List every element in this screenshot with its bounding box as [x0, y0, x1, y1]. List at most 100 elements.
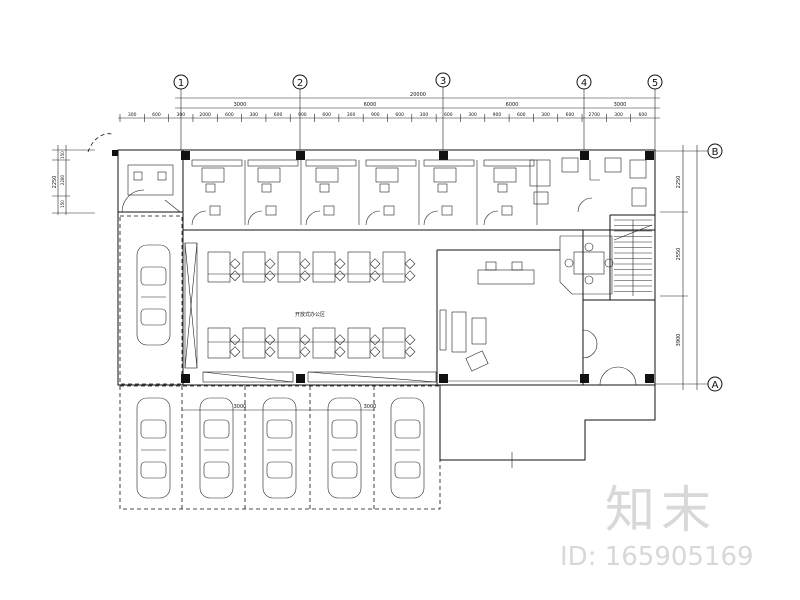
car-windshield	[140, 266, 167, 286]
car-rear-window	[331, 461, 358, 479]
workstation-desk	[312, 251, 336, 283]
sub-dim-label: 600	[395, 112, 404, 118]
workstation-chair	[264, 346, 276, 358]
sub-dim-label: 300	[347, 112, 356, 118]
workstation-desk	[207, 251, 231, 283]
workstation-chair	[264, 270, 276, 282]
office-cabinet	[305, 159, 357, 167]
guest-chair	[383, 205, 395, 216]
sub-dim-label: 600	[517, 112, 526, 118]
workstation-chair	[299, 258, 311, 270]
parked-cars	[136, 244, 425, 499]
sub-dim-label: 300	[128, 112, 137, 118]
car	[136, 397, 171, 499]
office-desk	[315, 167, 339, 183]
car	[262, 397, 297, 499]
workstation-chair	[229, 270, 241, 282]
guest-chair	[265, 205, 277, 216]
sub-dim-label: 2700	[588, 112, 600, 118]
sub-dim-label: 600	[322, 112, 331, 118]
workstation-chair	[334, 270, 346, 282]
left-dim-4: 2280	[60, 174, 65, 185]
axis-label-2: 2	[297, 78, 303, 89]
watermark-id: ID: 165905169	[560, 542, 754, 572]
car	[199, 397, 234, 499]
office-door	[247, 210, 263, 226]
sub-dim-label: 600	[152, 112, 161, 118]
sub-dim-label: 600	[639, 112, 648, 118]
workstation-chair	[334, 334, 346, 346]
parking-dim-1: 3000	[234, 404, 247, 410]
office-door	[305, 210, 321, 226]
watermark-logo: 知末	[605, 481, 717, 539]
right-dim-2: 2550	[676, 248, 682, 261]
office-cabinet	[191, 159, 243, 167]
car-windshield	[140, 419, 167, 439]
workstation-chair	[264, 258, 276, 270]
workstation-desk	[382, 327, 406, 359]
workstation-chair	[369, 258, 381, 270]
right-dim-3: 3900	[676, 334, 682, 347]
sub-dim-label: 900	[371, 112, 380, 118]
car-windshield	[331, 419, 358, 439]
workstation-desk	[277, 251, 301, 283]
car	[136, 244, 171, 346]
workstation-chair	[299, 270, 311, 282]
workstation-chair	[229, 346, 241, 358]
office-chair	[261, 183, 272, 193]
axis-label-A: A	[712, 380, 719, 391]
bay-dim-3: 6000	[506, 102, 519, 108]
office-door	[423, 210, 439, 226]
axis-label-3: 3	[440, 76, 446, 87]
axis-label-4: 4	[581, 78, 587, 89]
office-chair	[319, 183, 330, 193]
sub-dim-label: 300	[176, 112, 185, 118]
office-desk	[201, 167, 225, 183]
office-cabinet	[483, 159, 535, 167]
car	[390, 397, 425, 499]
entrance-terrace	[439, 385, 656, 468]
workstation-chair	[264, 334, 276, 346]
workstation-chair	[299, 346, 311, 358]
workstation-desk	[242, 251, 266, 283]
guest-chair	[209, 205, 221, 216]
workstation-chair	[334, 346, 346, 358]
axis-bubbles-right: B A 2250 2550 3900	[655, 143, 723, 392]
workstation-chair	[369, 334, 381, 346]
window-strips	[202, 371, 578, 383]
car-rear-window	[140, 308, 167, 326]
sub-dim-label: 300	[614, 112, 623, 118]
entrance-doors	[582, 329, 637, 386]
workstation-chair	[369, 346, 381, 358]
axis-label-5: 5	[652, 78, 658, 89]
car	[327, 397, 362, 499]
reception-room	[121, 164, 181, 213]
toilets	[529, 157, 647, 213]
workstation-chair	[404, 334, 416, 346]
car-rear-window	[203, 461, 230, 479]
room-label-open-office: 开放式办公区	[295, 311, 325, 318]
office-desk	[257, 167, 281, 183]
workstation-desk	[277, 327, 301, 359]
sub-dim-label: 300	[420, 112, 429, 118]
workstation-desk	[347, 327, 371, 359]
workstation-chair	[404, 270, 416, 282]
sub-dim-label: 600	[225, 112, 234, 118]
office-desk	[493, 167, 517, 183]
workstation-chair	[369, 270, 381, 282]
office-door	[483, 210, 499, 226]
guest-chair	[441, 205, 453, 216]
axis-bubbles-top: 1 2 3 4 5	[173, 72, 663, 150]
office-chair	[379, 183, 390, 193]
axis-label-B: B	[712, 147, 719, 158]
guest-chair	[323, 205, 335, 216]
parking-dim-2: 3000	[364, 404, 377, 410]
office-cabinet	[423, 159, 475, 167]
workstation-desk	[242, 327, 266, 359]
car-rear-window	[140, 461, 167, 479]
bay-dim-2: 6000	[364, 102, 377, 108]
sub-dim-label: 2000	[199, 112, 211, 118]
car-rear-window	[266, 461, 293, 479]
